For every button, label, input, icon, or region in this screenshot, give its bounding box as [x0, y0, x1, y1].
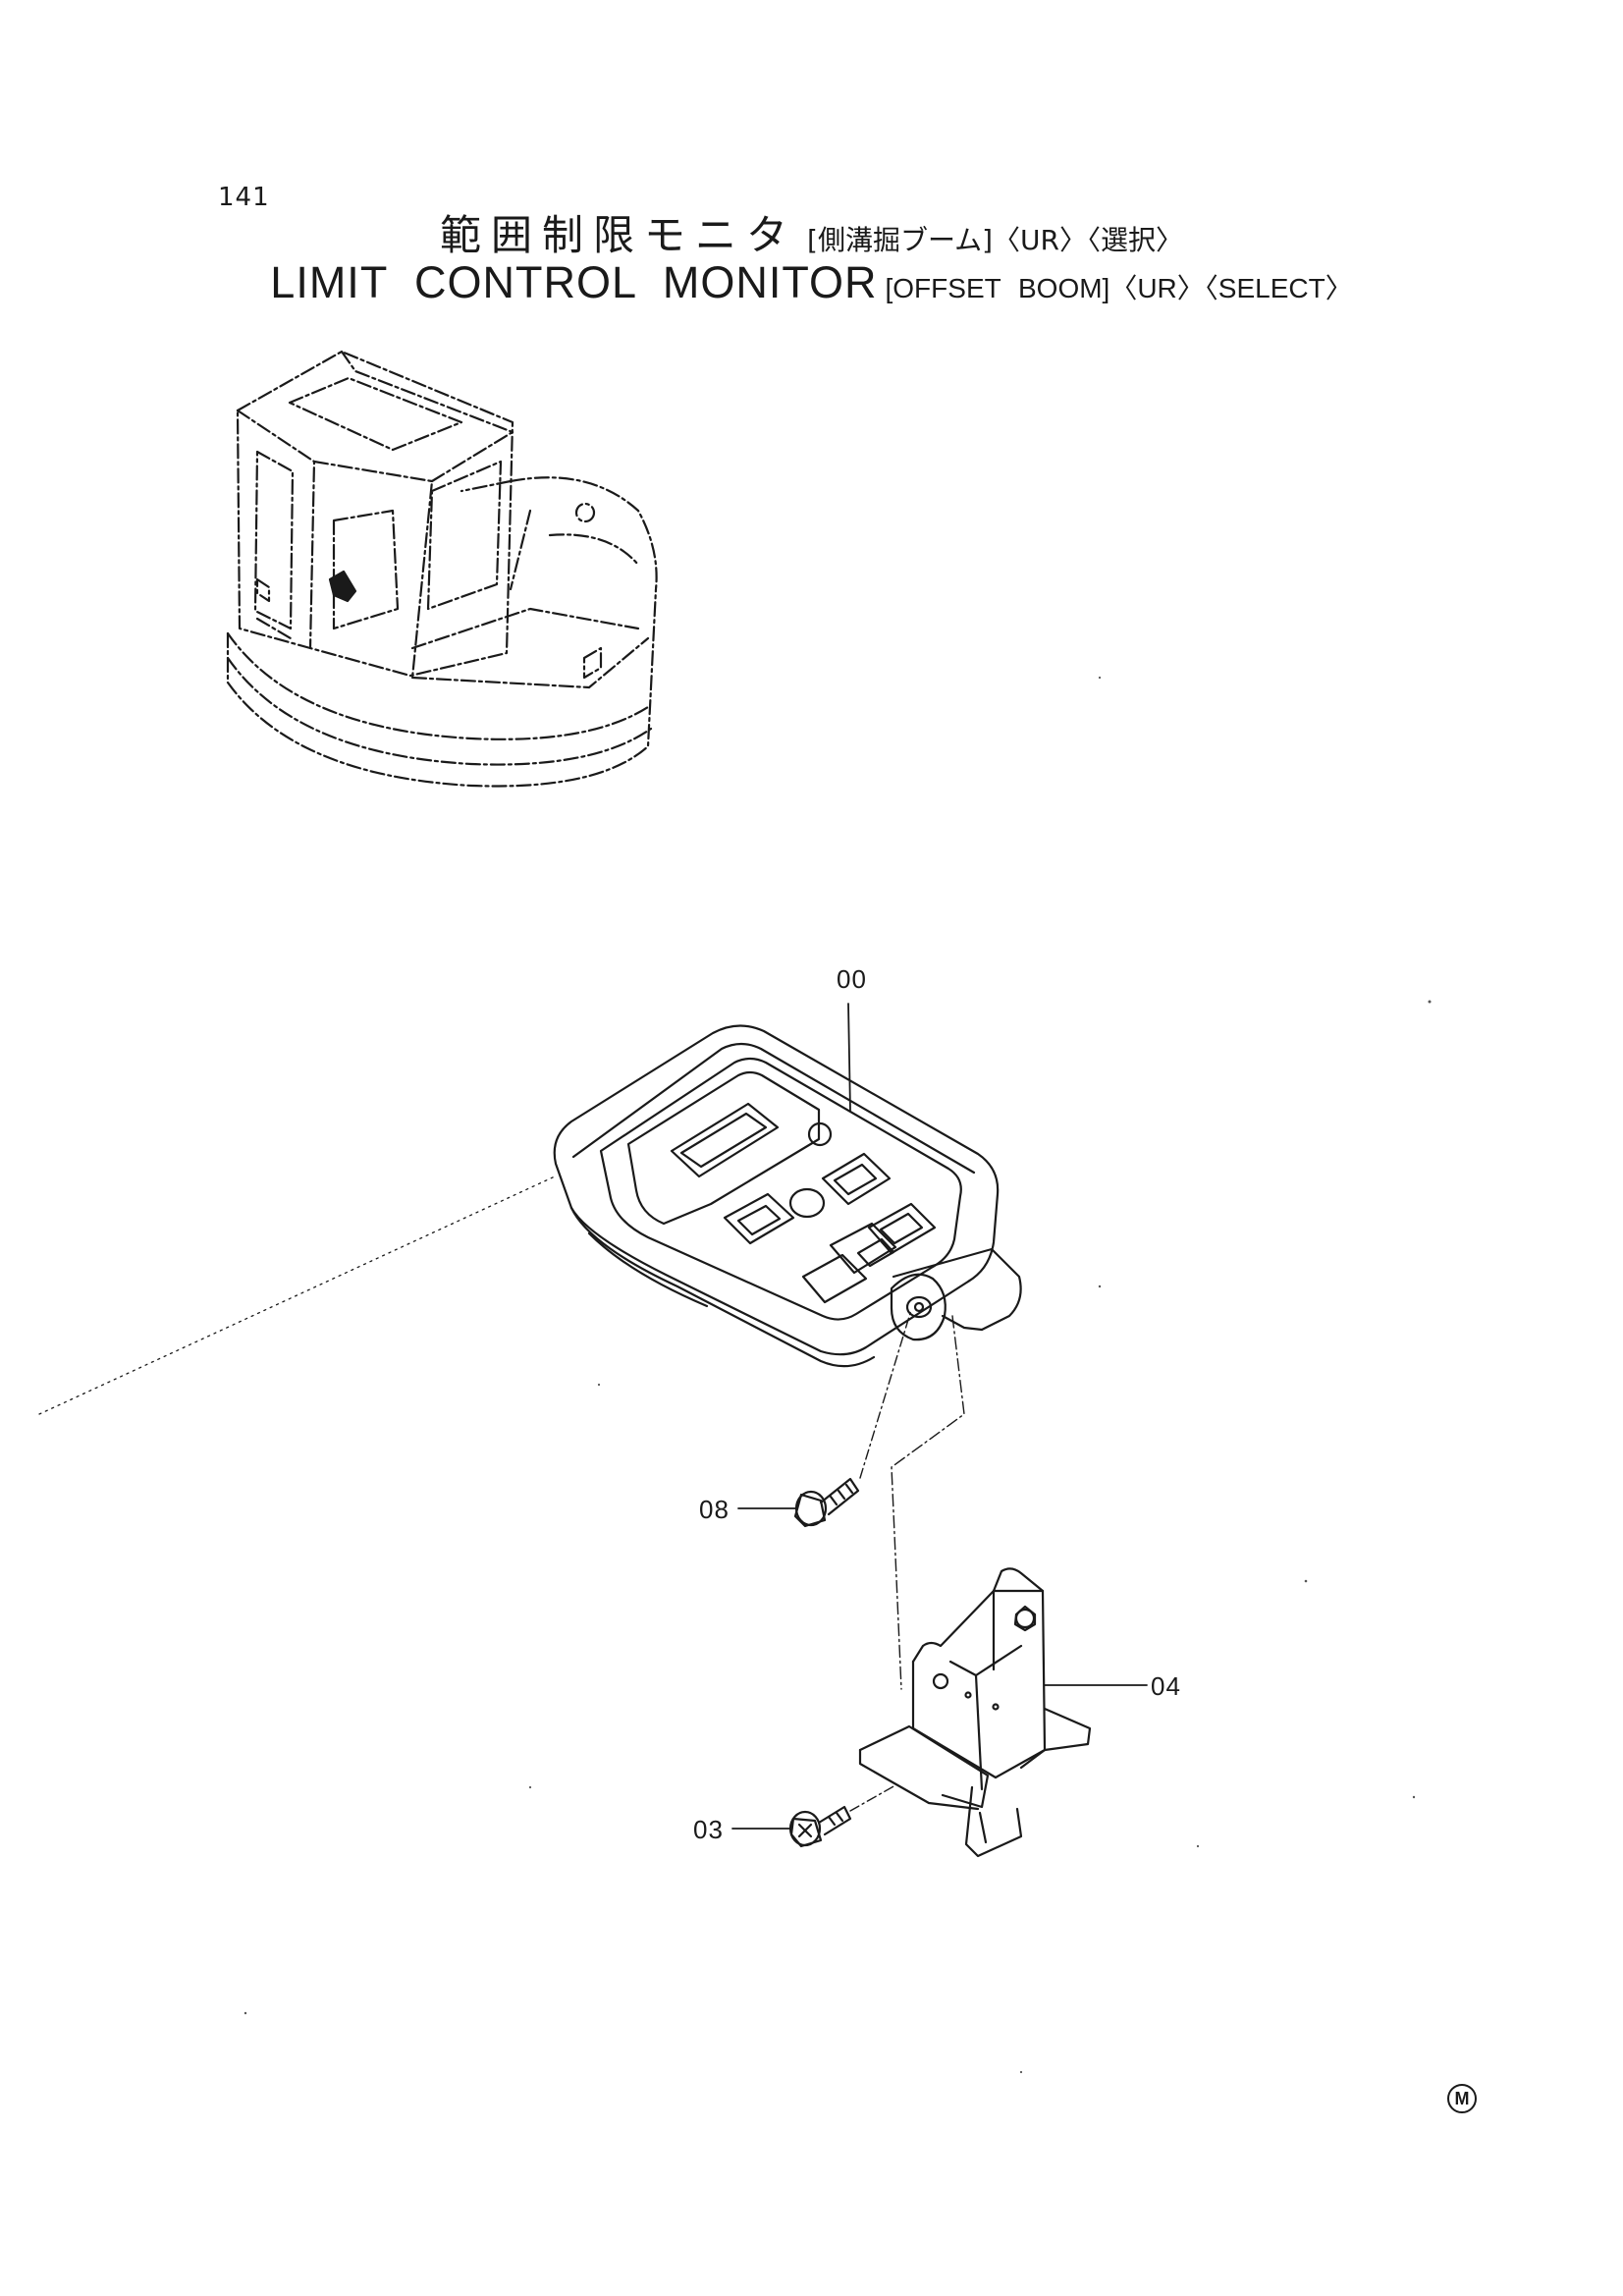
location-leader-line [38, 1175, 556, 1415]
corner-mark-badge: M [1447, 2084, 1477, 2113]
bracket-04 [858, 1567, 1092, 1858]
mount-axis-line [891, 1315, 965, 1690]
bolt-08 [793, 1477, 860, 1528]
callout-03: 03 [693, 1815, 724, 1844]
callout-08: 08 [699, 1495, 730, 1524]
title-en-main: LIMIT CONTROL MONITOR [270, 257, 878, 307]
callout-00: 00 [837, 964, 867, 994]
bolt-03-axis [849, 1784, 896, 1812]
bolt-03 [788, 1805, 852, 1848]
page-number: 141 [218, 183, 270, 212]
title-english: LIMIT CONTROL MONITOR[OFFSET BOOM]〈UR〉〈S… [0, 257, 1623, 308]
leader-line-00 [847, 1003, 851, 1113]
callout-04: 04 [1151, 1671, 1181, 1701]
cab-overview-illustration [226, 350, 658, 788]
title-jp-tag: [側溝掘ブーム]〈UR〉〈選択〉 [807, 224, 1183, 256]
title-jp-main: 範囲制限モニタ [440, 211, 798, 259]
monitor-location-marker [328, 570, 357, 603]
title-en-tag: [OFFSET BOOM]〈UR〉〈SELECT〉 [885, 273, 1353, 303]
scan-speckles [243, 676, 1432, 2074]
monitor-unit [553, 1024, 1022, 1368]
bolt-08-axis [859, 1309, 912, 1479]
title-japanese: 範囲制限モニタ [側溝掘ブーム]〈UR〉〈選択〉 [0, 202, 1623, 262]
